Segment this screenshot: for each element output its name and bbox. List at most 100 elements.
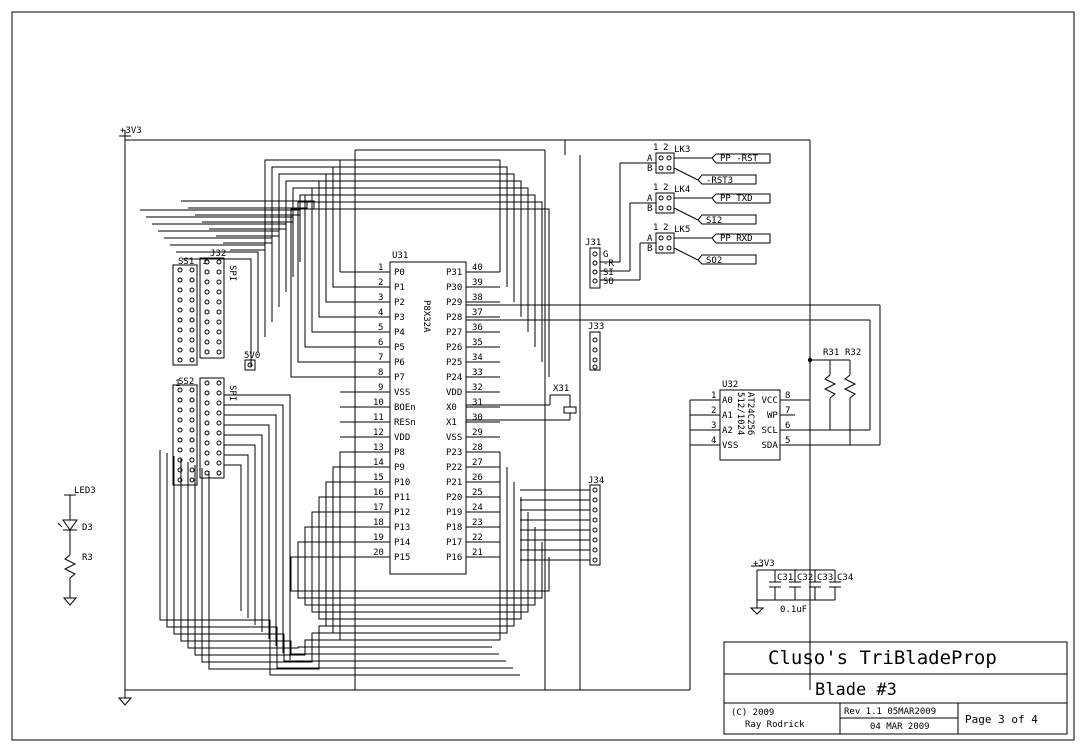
link-net2: SO2 xyxy=(706,256,722,266)
header-pin xyxy=(216,420,222,426)
link-pin-a: A xyxy=(647,194,653,204)
header-pin xyxy=(204,400,210,406)
u31-pin-number: 39 xyxy=(472,278,483,288)
u31-pin-name: VSS xyxy=(446,433,462,443)
u31-pin-name: VDD xyxy=(446,388,462,398)
u31-pin-name: X0 xyxy=(446,403,457,413)
u31-pin-name: VSS xyxy=(394,388,410,398)
header-pin xyxy=(204,319,210,325)
u32-pin-number: 5 xyxy=(785,436,790,446)
header-pin xyxy=(204,339,210,345)
header-pin xyxy=(177,347,183,353)
u31-pin-number: 30 xyxy=(472,413,483,423)
u31-pin-name: P26 xyxy=(446,343,462,353)
sheet-border xyxy=(11,11,1075,741)
cap-c32: C32 xyxy=(797,573,813,583)
ss1-header: SS1 xyxy=(172,257,198,366)
u31-pin-number: 31 xyxy=(472,398,483,408)
u31-pin-name: P21 xyxy=(446,478,462,488)
u31-pin-name: P25 xyxy=(446,358,462,368)
u32-part-line2: 512/1024 xyxy=(735,392,745,435)
u31-pin-name: P8 xyxy=(394,448,405,458)
j33-connector: J33 xyxy=(588,322,604,371)
u32-pin-number: 7 xyxy=(785,406,790,416)
j31-pin xyxy=(592,251,598,257)
link-pin-b: B xyxy=(647,204,652,214)
header-pin xyxy=(177,317,183,323)
header-pin xyxy=(204,279,210,285)
u31-part: P8X32A xyxy=(421,300,431,333)
link-pin-b: B xyxy=(647,164,652,174)
u31-pin-number: 29 xyxy=(472,428,483,438)
cap-c31: C31 xyxy=(777,573,793,583)
u31-pin-number: 26 xyxy=(472,473,483,483)
page-text: Page 3 of 4 xyxy=(965,713,1038,726)
ss2-ref: SS2 xyxy=(178,377,194,387)
header-pin xyxy=(177,337,183,343)
link-net: PP -RST xyxy=(720,154,759,164)
header-pin xyxy=(216,349,222,355)
u31-pin-number: 1 xyxy=(378,263,383,273)
header-pin xyxy=(189,447,195,453)
link-pin-2: 2 xyxy=(663,183,668,193)
u31-pin-name: P17 xyxy=(446,538,462,548)
ss1-ref: SS1 xyxy=(178,257,194,267)
u31-pin-number: 34 xyxy=(472,353,483,363)
header-pin xyxy=(177,457,183,463)
j31-pin xyxy=(592,269,598,275)
header-pin xyxy=(204,390,210,396)
u31-pin-name: VDD xyxy=(394,433,410,443)
header-pin xyxy=(189,267,195,273)
u31-pin-number: 8 xyxy=(378,368,383,378)
header-pin xyxy=(216,410,222,416)
header-pin xyxy=(216,450,222,456)
u31-pin-name: P18 xyxy=(446,523,462,533)
j34-pin xyxy=(592,497,598,503)
link-pin-b: B xyxy=(647,244,652,254)
u31-pin-name: P20 xyxy=(446,493,462,503)
header-pin xyxy=(177,467,183,473)
u31-pin-name: P13 xyxy=(394,523,410,533)
u31-pin-number: 38 xyxy=(472,293,483,303)
header-pin xyxy=(204,470,210,476)
link-net2: -RST3 xyxy=(706,176,733,186)
j34-pin xyxy=(592,547,598,553)
link-net: PP RXD xyxy=(720,234,753,244)
j34-pin xyxy=(592,537,598,543)
u31-pin-number: 24 xyxy=(472,503,483,513)
u32-pin-name: VCC xyxy=(762,396,778,406)
u31-pin-name: P22 xyxy=(446,463,462,473)
u31-pin-number: 19 xyxy=(373,533,384,543)
u31-pin-number: 22 xyxy=(472,533,483,543)
subtitle-text: Blade #3 xyxy=(815,680,897,700)
u31-pin-number: 4 xyxy=(378,308,383,318)
header-pin xyxy=(177,327,183,333)
u31-pin-number: 2 xyxy=(378,278,383,288)
u32-pin-number: 8 xyxy=(785,391,790,401)
date-text: 04 MAR 2009 xyxy=(870,722,930,732)
u31-pin-number: 13 xyxy=(373,443,384,453)
u32-ref: U32 xyxy=(722,380,738,390)
u32-pin-number: 1 xyxy=(711,391,716,401)
header-pin xyxy=(216,299,222,305)
u31-pin-number: 20 xyxy=(373,548,384,558)
j31-pin xyxy=(592,278,598,284)
header-pin xyxy=(204,349,210,355)
u31-pin-number: 15 xyxy=(373,473,384,483)
link-pin-1: 1 xyxy=(653,223,658,233)
u31-ref: U31 xyxy=(392,251,408,261)
u31-pin-name: P5 xyxy=(394,343,405,353)
ss2-pin1-label: 1 xyxy=(175,379,180,389)
revision-text: Rev 1.1 05MAR2009 xyxy=(844,707,936,717)
u31-pin-number: 18 xyxy=(373,518,384,528)
u31-pin-name: P3 xyxy=(394,313,405,323)
link-ref: LK3 xyxy=(674,145,690,155)
header-pin xyxy=(204,259,210,265)
u32-pin-number: 4 xyxy=(711,436,716,446)
header-pin xyxy=(216,289,222,295)
header-pin xyxy=(204,299,210,305)
header-pin xyxy=(189,307,195,313)
